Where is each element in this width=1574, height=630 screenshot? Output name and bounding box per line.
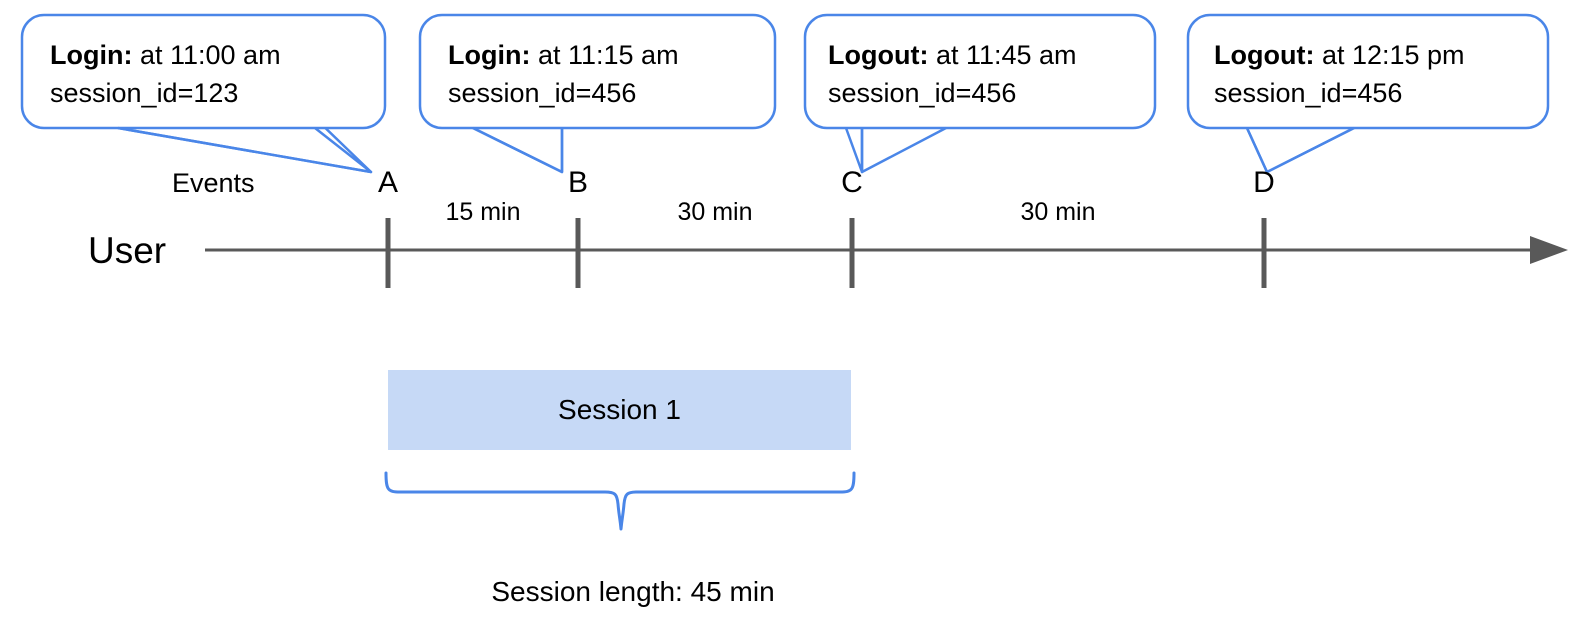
marker-label-b: B [567,166,588,199]
callout-detail-d: at 12:15 pm [1314,40,1465,70]
callout-detail-a: at 11:00 am [132,40,281,70]
gap-label-b-c: 30 min [677,198,753,226]
callout-box-c [803,13,1157,130]
session-bar-label: Session 1 [558,394,681,425]
callout-session-d: session_id=456 [1214,78,1403,108]
session-length-caption: Session length: 45 min [491,576,775,607]
callout-event-c: Logout: [828,40,929,70]
callout-detail-c: at 11:45 am [928,40,1077,70]
callout-box-d [1186,13,1550,130]
session-brace [384,471,856,531]
callout-event-d: Logout: [1214,40,1315,70]
session-bar-1: Session 1 [388,370,851,450]
marker-label-d: D [1253,166,1275,199]
callout-tail-a-stroke [117,126,373,174]
callout-tail-c-fill [859,118,862,172]
gap-label-a-b: 15 min [445,198,521,226]
callout-session-a: session_id=123 [50,78,239,108]
timeline-arrowhead-icon [1530,236,1568,264]
lane-title-user: User [88,230,167,271]
callout-tail-c-stroke [860,126,947,174]
callout-session-b: session_id=456 [448,78,637,108]
events-axis-label: Events [172,168,255,198]
callout-text-c: Logout: at 11:45 am session_id=456 [828,36,1077,112]
callout-box-b [418,13,777,130]
callout-box-a [20,13,387,130]
callout-event-a: Login: [50,40,133,70]
marker-label-c: C [841,166,863,199]
gap-label-c-d: 30 min [1020,198,1096,226]
callout-tail-b-stroke [472,126,564,174]
callout-tail-a [117,117,373,174]
callout-detail-b: at 11:15 am [530,40,679,70]
callout-session-c: session_id=456 [828,78,1017,108]
callout-event-b: Login: [448,40,531,70]
callout-tail-b [472,118,564,174]
callout-text-d: Logout: at 12:15 pm session_id=456 [1214,36,1465,112]
callout-text-b: Login: at 11:15 am session_id=456 [448,36,679,112]
callout-text-a: Login: at 11:00 am session_id=123 [50,36,281,112]
marker-label-a: A [377,166,398,199]
